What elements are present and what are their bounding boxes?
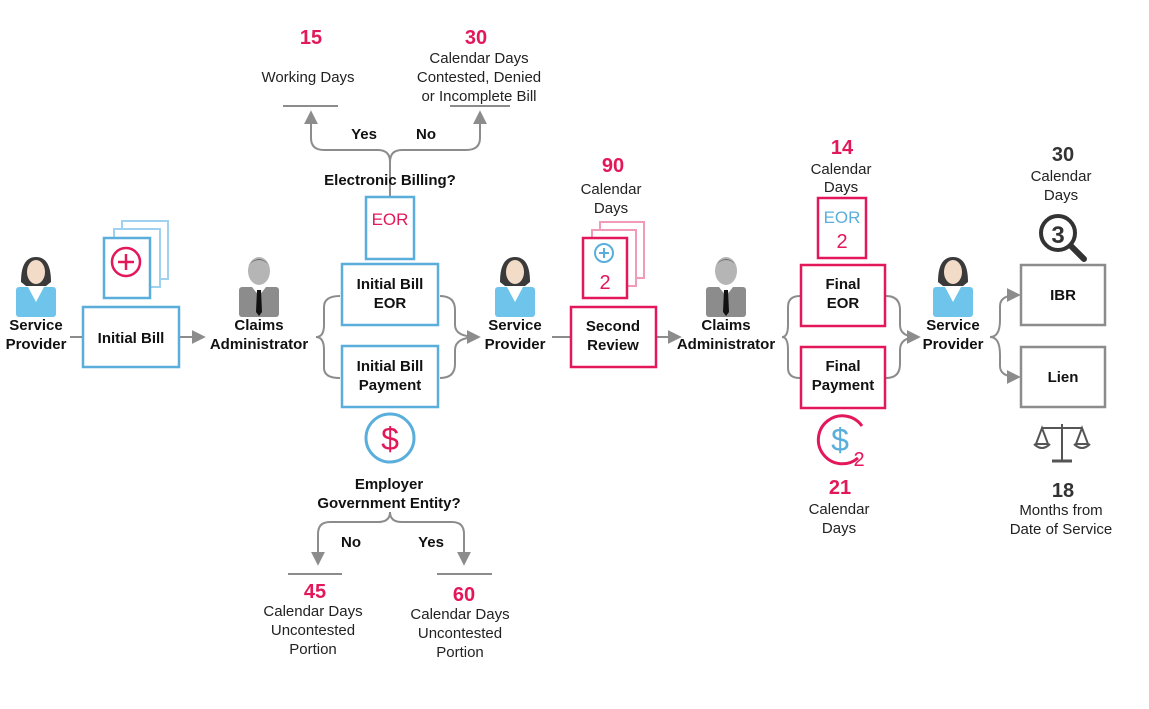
uncontested-45-line1: Calendar Days [263,603,362,620]
ibr-magnifier-number: 3 [1051,222,1064,249]
final-eor-document-number: 2 [836,231,847,253]
initial-bill-box[interactable]: Initial Bill [81,305,181,369]
second-review-days-line2: Days [594,200,628,217]
working-days-value: 15 [300,27,322,49]
employer-question-line1: Employer [355,476,424,493]
contested-days-text-line3: or Incomplete Bill [421,88,536,105]
service-provider-label-1-line1: Service [9,317,62,334]
initial-bill-document-plus-icon [102,220,169,300]
claims-admin-label-2-line1: Claims [701,317,750,334]
initial-payment-dollar-icon: $ [364,412,416,464]
lien-months-value: 18 [1052,480,1074,502]
ibr-days-line2: Days [1044,187,1078,204]
lien-label: Lien [1048,369,1079,386]
working-days-text: Working Days [261,69,354,86]
initial-bill-label: Initial Bill [98,330,165,347]
lien-box[interactable]: Lien [1019,345,1107,409]
svg-text:$: $ [831,422,849,458]
uncontested-45-line2: Uncontested [271,622,355,639]
ibr-box[interactable]: IBR [1019,263,1107,327]
employer-yes: Yes [418,534,444,551]
contested-days-text-line2: Contested, Denied [417,69,541,86]
ibr-days-line1: Calendar [1031,168,1092,185]
contested-days-value: 30 [465,27,487,49]
final-eor-days-line2: Days [824,179,858,196]
second-review-days-value: 90 [602,155,624,177]
service-provider-label-1-line2: Provider [6,336,67,353]
claims-admin-label-1-line1: Claims [234,317,283,334]
final-eor-document-label: EOR [824,208,861,227]
electronic-billing-question: Electronic Billing? [324,172,456,189]
final-payment-days-line1: Calendar [809,501,870,518]
claims-admin-label-1-line2: Administrator [210,336,309,353]
eor-document-label: EOR [372,210,409,229]
contested-days-text-line1: Calendar Days [429,50,528,67]
initial-bill-payment-line2: Payment [359,377,422,394]
second-review-days-line1: Calendar [581,181,642,198]
service-provider-person-icon-2 [495,257,535,317]
second-review-line2: Review [587,337,639,354]
second-review-box[interactable]: Second Review [569,305,658,369]
final-payment-icon-number: 2 [853,449,864,471]
lien-months-line2: Date of Service [1010,521,1113,538]
claims-admin-label-2-line2: Administrator [677,336,776,353]
final-payment-box[interactable]: Final Payment [799,345,887,410]
second-review-line1: Second [586,318,640,335]
final-eor-box[interactable]: Final EOR [799,263,887,328]
service-provider-person-icon-1 [16,257,56,317]
uncontested-45-line3: Portion [289,641,337,658]
final-payment-line1: Final [825,358,860,375]
employer-no: No [341,534,361,551]
eor-document-icon: EOR [364,195,416,261]
employer-question-line2: Government Entity? [317,495,460,512]
claims-administrator-person-icon-2 [706,257,746,317]
svg-text:$: $ [381,421,399,457]
final-payment-days-line2: Days [822,520,856,537]
electronic-billing-no: No [416,126,436,143]
second-review-icon-number: 2 [599,272,610,294]
uncontested-60-line3: Portion [436,644,484,661]
service-provider-label-3-line1: Service [926,317,979,334]
ibr-magnifier-icon: 3 [1039,214,1087,262]
service-provider-label-3-line2: Provider [923,336,984,353]
final-payment-line2: Payment [812,377,875,394]
claims-administrator-person-icon-1 [239,257,279,317]
final-eor-line2: EOR [827,295,860,312]
uncontested-60-value: 60 [453,584,475,606]
initial-bill-eor-line1: Initial Bill [357,276,424,293]
service-provider-label-2-line1: Service [488,317,541,334]
flow-connectors [70,105,1021,575]
final-eor-line1: Final [825,276,860,293]
lien-months-line1: Months from [1019,502,1102,519]
initial-bill-payment-line1: Initial Bill [357,358,424,375]
final-payment-dollar-icon: $ 2 [816,414,865,471]
initial-bill-payment-box[interactable]: Initial Bill Payment [340,344,440,409]
final-payment-days-value: 21 [829,477,851,499]
uncontested-45-value: 45 [304,581,326,603]
initial-bill-eor-box[interactable]: Initial Bill EOR [340,262,440,327]
service-provider-person-icon-3 [933,257,973,317]
ibr-label: IBR [1050,287,1076,304]
uncontested-60-line1: Calendar Days [410,606,509,623]
final-eor-document-icon: EOR 2 [816,196,868,260]
lien-scales-icon [1033,424,1091,463]
ibr-days-value: 30 [1052,144,1074,166]
service-provider-label-2-line2: Provider [485,336,546,353]
final-eor-days-value: 14 [831,137,854,159]
initial-bill-eor-line2: EOR [374,295,407,312]
uncontested-60-line2: Uncontested [418,625,502,642]
electronic-billing-yes: Yes [351,126,377,143]
final-eor-days-line1: Calendar [811,161,872,178]
second-review-document-plus-icon: 2 [581,221,645,300]
